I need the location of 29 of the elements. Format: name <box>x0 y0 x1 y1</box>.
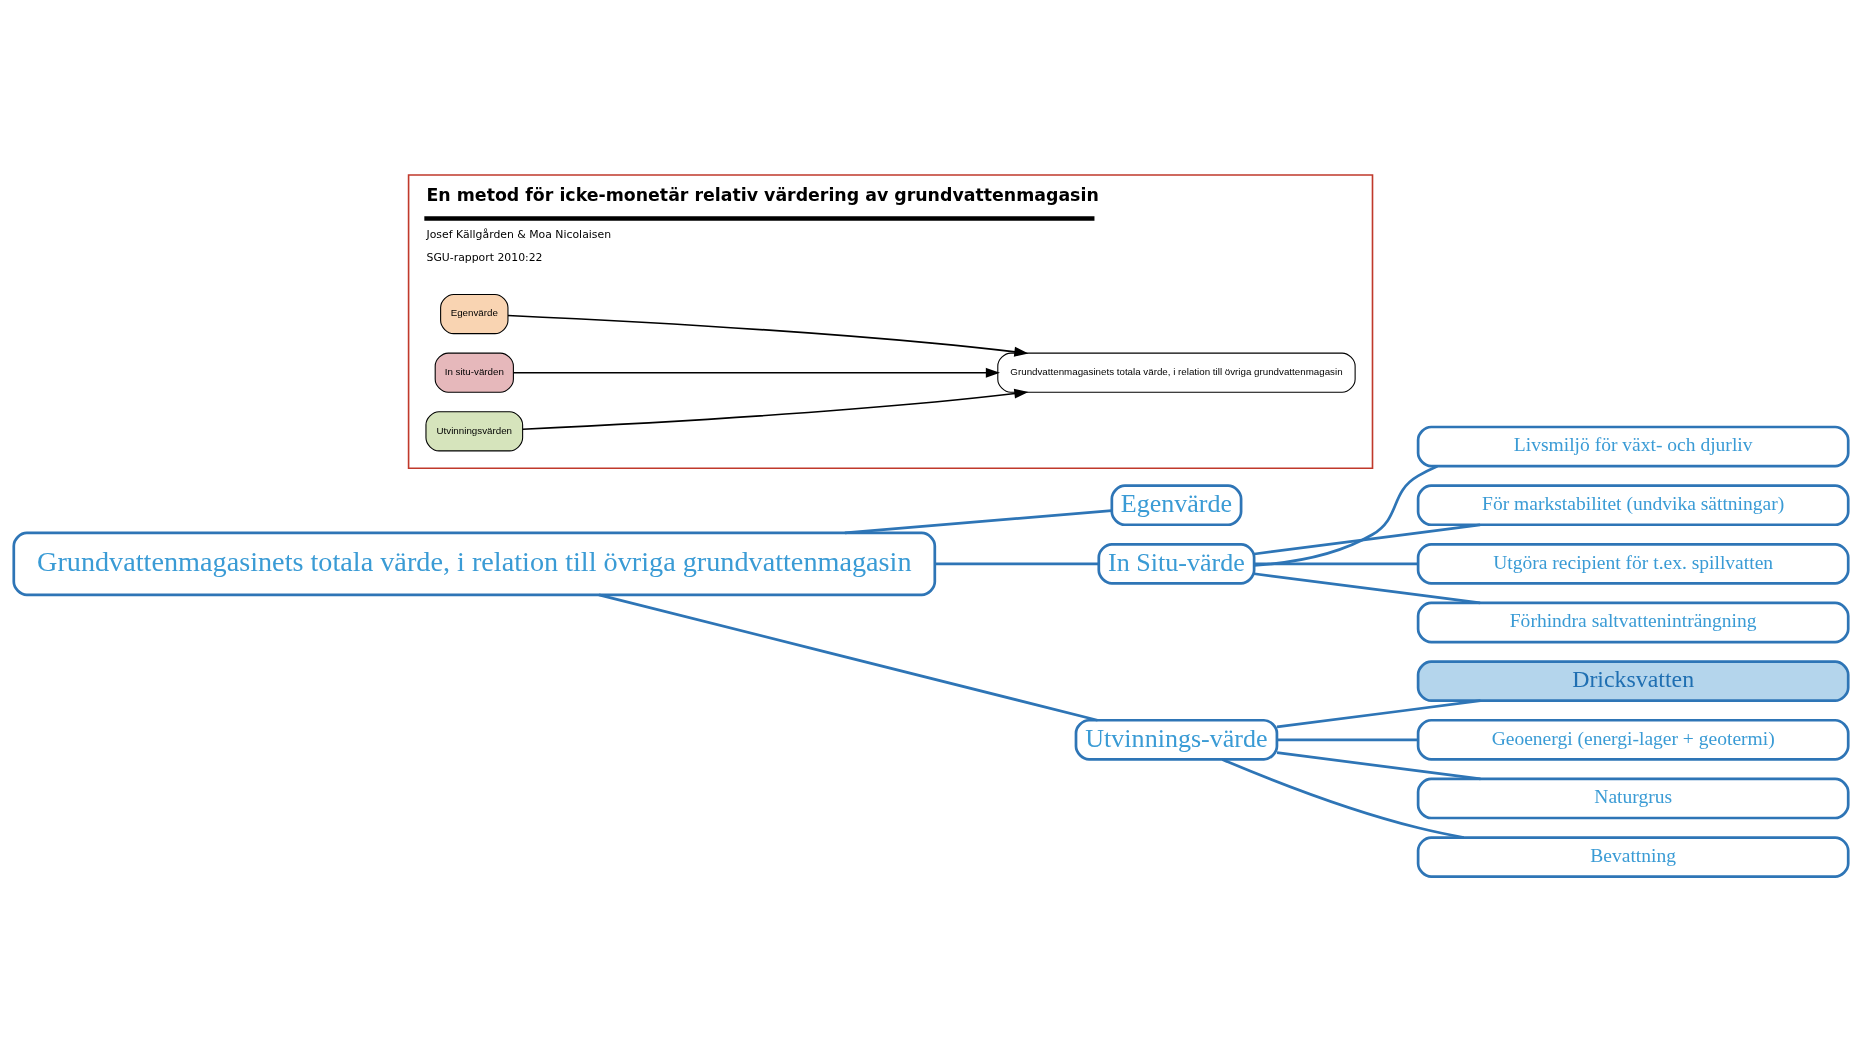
node-box: Geoenergi (energi-lager + geotermi) <box>1416 718 1850 761</box>
node-box: Grundvattenmagasinets totala värde, i relation till övriga grundvattenmagasin <box>996 352 1356 393</box>
node-box: In situ-värden <box>434 352 514 393</box>
connector <box>1276 699 1481 729</box>
arrow <box>521 388 1028 431</box>
node-box: Egenvärde <box>439 293 508 335</box>
arrow <box>512 367 1000 378</box>
node-box: Naturgrus <box>1416 777 1850 820</box>
node-box: Grundvattenmagasinets totala värde, i relation till övriga grundvattenmagasin <box>11 531 936 597</box>
node-box: Utvinnings-värde <box>1074 718 1278 761</box>
connector <box>1276 738 1418 742</box>
node-box: För markstabilitet (undvika sättningar) <box>1416 484 1850 527</box>
connector <box>1253 523 1480 556</box>
node-box: Bevattning <box>1416 836 1850 878</box>
connector <box>934 562 1098 566</box>
node-box: Egenvärde <box>1110 484 1242 527</box>
connector <box>1276 751 1481 781</box>
node-box: Utgöra recipient för t.ex. spillvatten <box>1416 542 1850 585</box>
connector <box>598 593 1098 722</box>
node-box: Livsmiljö för växt- och djurliv <box>1416 425 1850 468</box>
node-box: In Situ-värde <box>1096 542 1255 585</box>
connector <box>1253 562 1418 566</box>
connector <box>1253 465 1438 567</box>
arrow <box>506 314 1028 357</box>
connector <box>844 509 1112 535</box>
node-box: Förhindra saltvatteninträngning <box>1416 601 1850 644</box>
node-box: Utvinningsvärden <box>424 411 523 452</box>
connector <box>1253 572 1480 605</box>
node-box: Dricksvatten <box>1416 660 1850 703</box>
